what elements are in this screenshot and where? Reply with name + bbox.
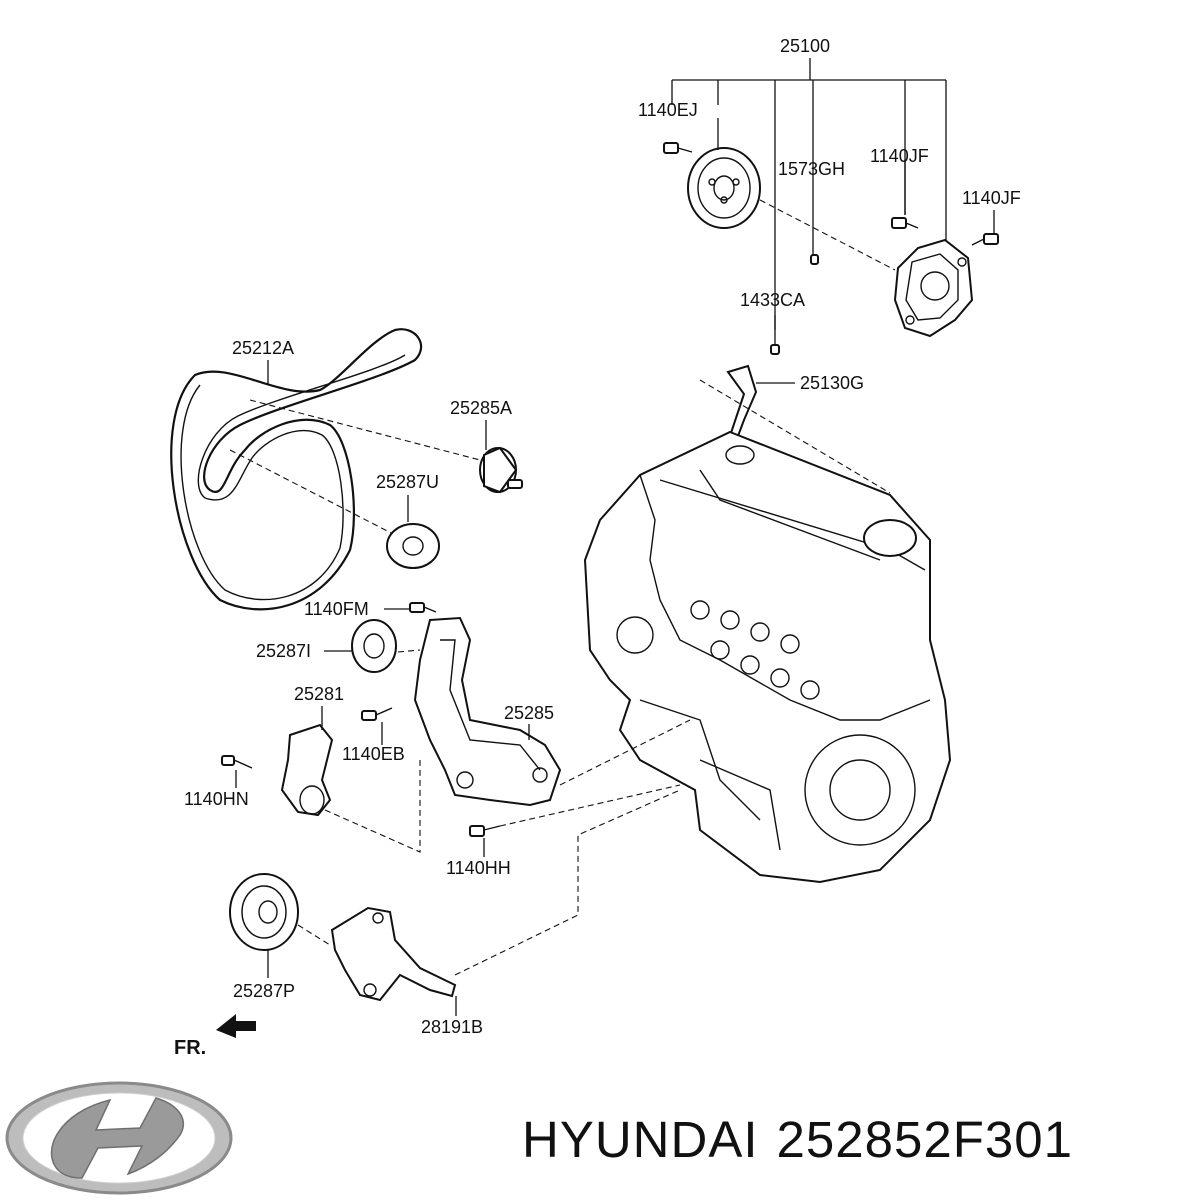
camshaft-cover-bumps — [690, 600, 820, 700]
label-25212A: 25212A — [232, 338, 294, 358]
label-25285A: 25285A — [450, 398, 512, 418]
label-25285: 25285 — [504, 703, 554, 723]
water-pump-gasket — [726, 364, 758, 437]
engine-block — [583, 430, 952, 884]
brand-caption: HYUNDAI 252852F301 — [522, 1110, 1091, 1169]
bolt-icon — [469, 825, 501, 837]
label-25287U: 25287U — [376, 472, 439, 492]
label-1140EB: 1140EB — [342, 744, 405, 764]
front-direction-marker: FR. — [174, 1014, 256, 1059]
bolt-icon — [361, 707, 393, 721]
label-1140FM: 1140FM — [304, 599, 369, 619]
label-1140HH: 1140HH — [446, 858, 511, 878]
label-1433CA: 1433CA — [740, 290, 805, 310]
label-25287P: 25287P — [233, 981, 295, 1001]
lower-idler-assembly — [229, 789, 681, 1002]
bolt-icon — [221, 755, 253, 769]
water-pump-pulley — [687, 147, 761, 229]
label-1140EJ: 1140EJ — [638, 100, 698, 120]
part-number: 252852F301 — [776, 1111, 1073, 1168]
hyundai-logo-icon — [5, 1081, 233, 1195]
bolt-icon — [409, 602, 437, 613]
bolt-icon — [891, 217, 919, 229]
leader-lines — [235, 118, 995, 1016]
label-25287I: 25287I — [256, 641, 311, 661]
part-labels: 25100 1140EJ 1573GH 1140JF 1140JF 1433CA… — [184, 36, 1021, 1037]
label-1140HN: 1140HN — [184, 789, 249, 809]
drive-belt — [170, 328, 423, 611]
label-25130G: 25130G — [800, 373, 864, 393]
label-28191B: 28191B — [421, 1017, 483, 1037]
label-1140JF-b: 1140JF — [962, 188, 1021, 208]
label-25100: 25100 — [780, 36, 830, 56]
bracket-assembly — [221, 602, 691, 853]
bolt-icon — [971, 233, 999, 246]
bolt-icon — [663, 142, 693, 154]
label-25281: 25281 — [294, 684, 344, 704]
idler-pulley-25285A — [249, 399, 523, 494]
water-pump-housing — [893, 238, 974, 338]
idler-pulley-25287U — [229, 449, 440, 569]
front-label: FR. — [174, 1037, 206, 1059]
brand-name: HYUNDAI — [522, 1111, 759, 1168]
water-pump-assembly — [663, 58, 999, 494]
front-arrow-icon — [216, 1014, 256, 1038]
label-1140JF-a: 1140JF — [870, 146, 929, 166]
label-1573GH: 1573GH — [778, 159, 845, 179]
